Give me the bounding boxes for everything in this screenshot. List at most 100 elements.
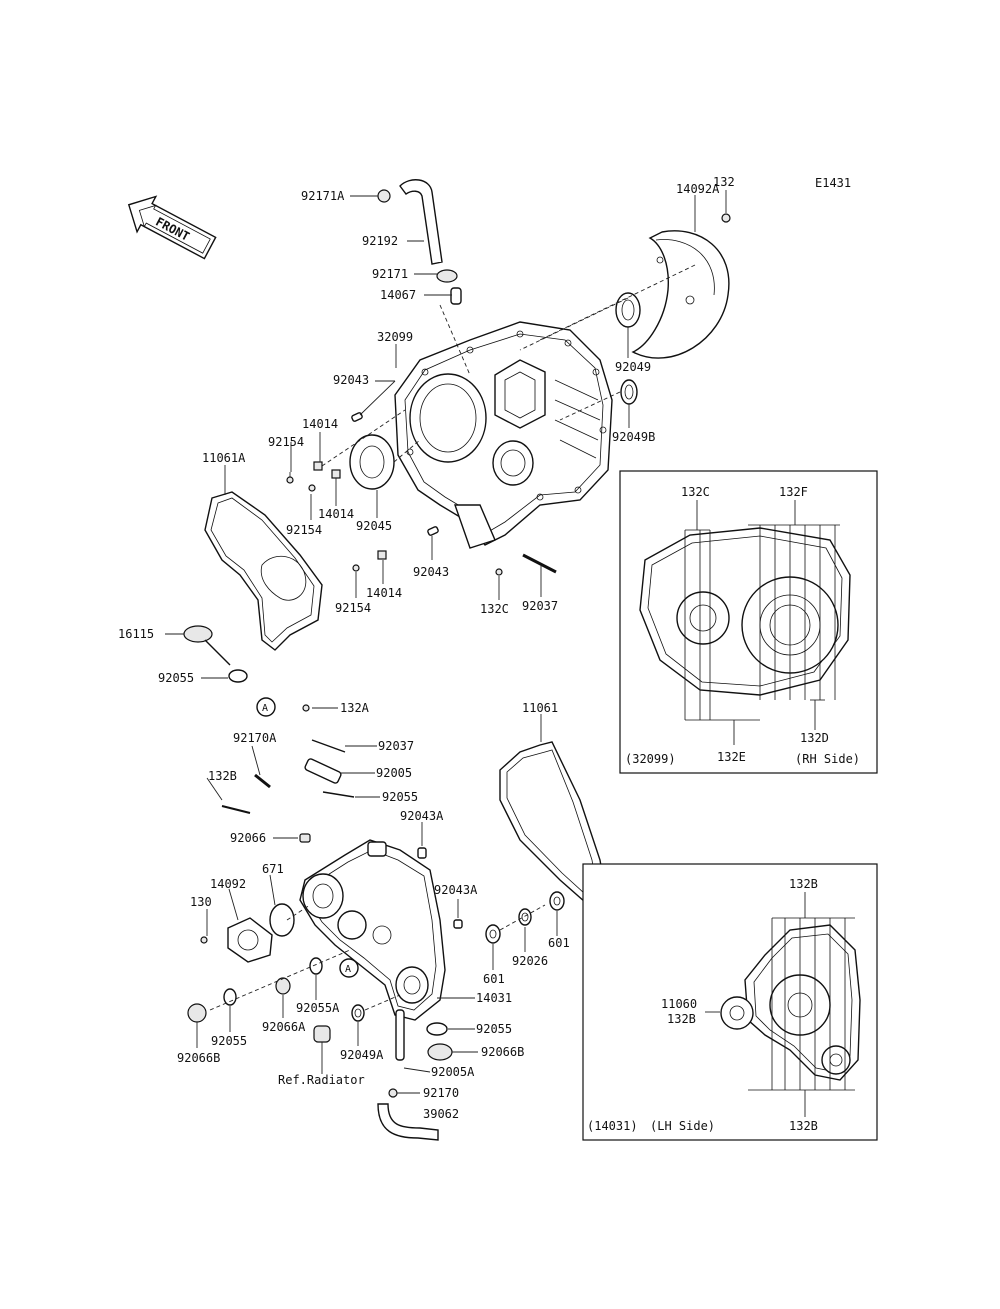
- plug-92066B1: [187, 1003, 207, 1023]
- clip-14014a: [313, 461, 323, 471]
- clip-14014c: [377, 550, 387, 560]
- pin-92037: [522, 553, 557, 574]
- label-132A: 132A: [340, 701, 370, 715]
- label-92066A: 92066A: [262, 1020, 306, 1034]
- label-92066B2: 92066B: [481, 1045, 524, 1059]
- inset-rh-label-132F: 132F: [779, 485, 808, 499]
- dowel-92043b: [427, 526, 439, 536]
- inset-rh-label-132E: 132E: [717, 750, 746, 764]
- inset-rh-label-132C: 132C: [681, 485, 710, 499]
- label-132C: 132C: [480, 602, 509, 616]
- dowel-92043A2: [453, 919, 463, 929]
- inset-lh-side: 132B 11060 132B 132B (14031) (LH Side): [582, 863, 878, 1141]
- label-92026: 92026: [512, 954, 548, 968]
- label-92049B: 92049B: [612, 430, 655, 444]
- seal-92045: [349, 434, 395, 490]
- oring-92055A: [309, 957, 323, 975]
- label-92154b: 92154: [286, 523, 322, 537]
- label-601b: 601: [548, 936, 570, 950]
- bolt-130: [200, 936, 208, 944]
- plug-92066A: [275, 977, 291, 995]
- label-14092A: 14092A: [676, 182, 720, 196]
- label-14014c: 14014: [366, 586, 402, 600]
- label-132B: 132B: [208, 769, 237, 783]
- bolt-132: [721, 213, 731, 223]
- plug-92066B2: [427, 1043, 453, 1061]
- lh-cover-14031: [299, 839, 446, 1021]
- label-92154: 92154: [268, 435, 304, 449]
- dowel-92043A1: [417, 847, 427, 859]
- label-ref-radiator: Ref.Radiator: [278, 1073, 365, 1087]
- oring-92055a: [228, 669, 248, 683]
- bolt-132B: [221, 805, 251, 814]
- svg-text:A: A: [345, 964, 351, 975]
- clip-14014b: [331, 469, 341, 479]
- label-11061A: 11061A: [202, 451, 246, 465]
- inset-rh-label-132D: 132D: [800, 731, 829, 745]
- inset-lh-label-132B-mid: 132B: [667, 1012, 696, 1026]
- bolt-92154c: [352, 564, 360, 572]
- label-92171A: 92171A: [301, 189, 345, 203]
- bolt-132C: [495, 568, 503, 576]
- cover-14092A: [631, 230, 730, 359]
- leader-lines: [165, 190, 727, 1094]
- dowel-92043: [351, 412, 363, 422]
- plug-16115: [183, 625, 231, 666]
- label-92037b: 92037: [378, 739, 414, 753]
- inset-rh-caption-part: (32099): [625, 752, 676, 766]
- label-92154c: 92154: [335, 601, 371, 615]
- shaft-92005: [304, 758, 342, 784]
- label-671: 671: [262, 862, 284, 876]
- label-92055a: 92055: [158, 671, 194, 685]
- label-11061: 11061: [522, 701, 558, 715]
- label-92171: 92171: [372, 267, 408, 281]
- label-14014b: 14014: [318, 507, 354, 521]
- label-92043A: 92043A: [400, 809, 444, 823]
- pump-cover-14092: [227, 917, 273, 963]
- hose-39062: [377, 1103, 439, 1141]
- front-arrow-icon: FRONT: [127, 195, 217, 260]
- label-14067: 14067: [380, 288, 416, 302]
- label-92055c: 92055: [211, 1034, 247, 1048]
- oring-92055d: [426, 1022, 448, 1036]
- rh-crankcase-cover: [394, 321, 613, 549]
- label-14031: 14031: [476, 991, 512, 1005]
- label-92170A: 92170A: [233, 731, 277, 745]
- clamp-92170: [388, 1088, 398, 1098]
- diagram-code: E1431: [815, 176, 851, 190]
- oring-671: [269, 903, 295, 937]
- part-labels: 92171A 92192 92171 14067 32099 92043 140…: [118, 175, 735, 1121]
- label-92066: 92066: [230, 831, 266, 845]
- seal-601b: [549, 891, 565, 911]
- label-39062: 39062: [423, 1107, 459, 1121]
- callout-a-1: A: [256, 697, 276, 717]
- seal-92049B: [620, 379, 638, 405]
- clamp-92171: [436, 269, 458, 283]
- bolt-92154a: [286, 472, 294, 484]
- pin-92037b: [311, 739, 346, 753]
- label-601a: 601: [483, 972, 505, 986]
- spring-92066: [299, 833, 311, 843]
- label-92005A: 92005A: [431, 1065, 475, 1079]
- label-92192: 92192: [362, 234, 398, 248]
- label-14092: 14092: [210, 877, 246, 891]
- label-92043: 92043: [333, 373, 369, 387]
- inset-lh-caption-side: (LH Side): [650, 1119, 715, 1133]
- bolt-92154b: [308, 484, 316, 492]
- label-92049: 92049: [615, 360, 651, 374]
- label-16115: 16115: [118, 627, 154, 641]
- label-92005: 92005: [376, 766, 412, 780]
- label-92043A2: 92043A: [434, 883, 478, 897]
- seal-92049A: [351, 1004, 365, 1022]
- gasket-11061A: [204, 491, 323, 651]
- inset-lh-label-11060: 11060: [661, 997, 697, 1011]
- fitting-14067: [450, 287, 462, 305]
- shaft-92005A: [395, 1009, 405, 1061]
- label-92055d: 92055: [476, 1022, 512, 1036]
- callout-a-2: A: [339, 958, 359, 978]
- label-92055b: 92055: [382, 790, 418, 804]
- label-92055A: 92055A: [296, 1001, 340, 1015]
- fitting-ref-radiator: [313, 1025, 331, 1043]
- label-14014: 14014: [302, 417, 338, 431]
- clamp-92171A: [377, 189, 391, 203]
